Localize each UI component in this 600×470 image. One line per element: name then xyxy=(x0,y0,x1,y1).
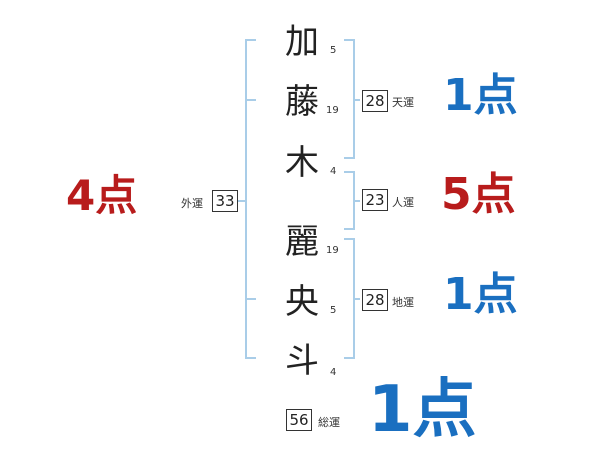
stroke-count-3: 4 xyxy=(330,166,337,177)
name-char-1: 加 xyxy=(285,22,319,62)
outer-bracket xyxy=(245,39,256,359)
stroke-count-4: 19 xyxy=(326,245,339,256)
soukaku-score: 1点 xyxy=(368,373,477,447)
name-char-5: 央 xyxy=(285,282,319,322)
jinkaku-bracket xyxy=(344,171,355,230)
stroke-count-6: 4 xyxy=(330,367,337,378)
stroke-count-1: 5 xyxy=(330,45,337,56)
tenkaku-value: 28 xyxy=(362,90,388,112)
chikaku-bracket xyxy=(344,238,355,359)
chikaku-value: 28 xyxy=(362,289,388,311)
tenkaku-score: 1点 xyxy=(443,70,518,121)
name-char-6: 斗 xyxy=(285,341,319,381)
jinkaku-value: 23 xyxy=(362,189,388,211)
soukaku-value: 56 xyxy=(286,409,312,431)
soukaku-label: 総運 xyxy=(318,416,340,429)
name-char-4: 麗 xyxy=(285,222,319,262)
name-char-3: 木 xyxy=(285,143,319,183)
name-char-2: 藤 xyxy=(285,82,319,122)
tenkaku-bracket xyxy=(344,39,355,159)
tenkaku-label: 天運 xyxy=(392,96,414,109)
gaikaku-score: 4点 xyxy=(66,171,138,220)
chikaku-label: 地運 xyxy=(392,296,414,309)
gaikaku-label: 外運 xyxy=(181,197,203,210)
stroke-count-5: 5 xyxy=(330,305,337,316)
chikaku-score: 1点 xyxy=(443,269,518,320)
jinkaku-label: 人運 xyxy=(392,196,414,209)
jinkaku-score: 5点 xyxy=(441,169,516,220)
gaikaku-value: 33 xyxy=(212,190,238,212)
stroke-count-2: 19 xyxy=(326,105,339,116)
